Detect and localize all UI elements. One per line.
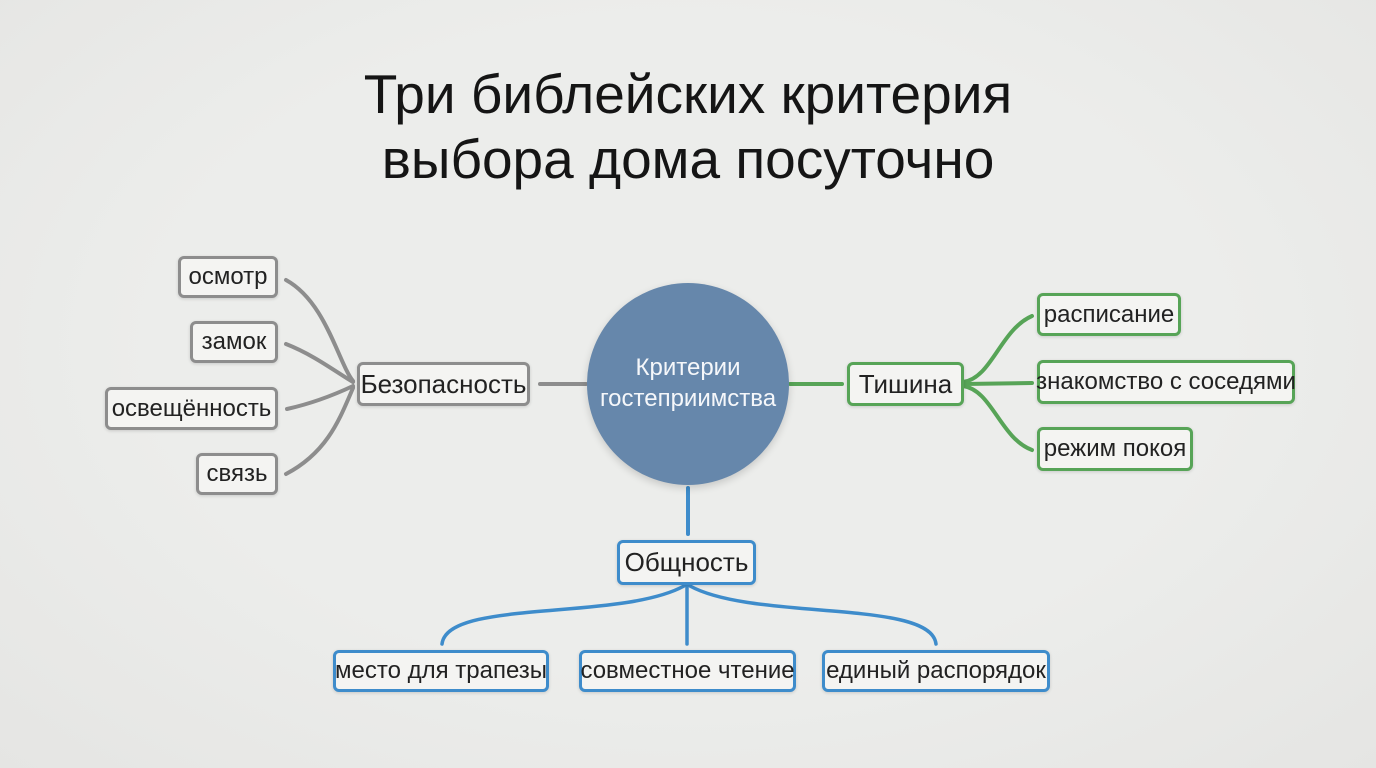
arrow-silence-to-znakomstvo xyxy=(961,381,1034,386)
node-safety-child-svyaz: связь xyxy=(196,453,278,495)
node-silence: Тишина xyxy=(847,362,964,406)
slide-title: Три библейских критерия выбора дома посу… xyxy=(0,62,1376,192)
arrow-silence-to-raspisanie xyxy=(961,314,1034,384)
node-community-child-mesto: место для трапезы xyxy=(333,650,549,692)
node-silence-child-znakomstvo: знакомство с соседями xyxy=(1036,360,1296,404)
node-community: Общность xyxy=(617,540,756,585)
node-community-child-rasporyadok: единый распорядок xyxy=(822,650,1050,692)
hub-node: Критерии гостеприимства xyxy=(587,283,789,485)
arrow-community-to-mesto xyxy=(440,584,686,646)
arrow-safety-to-osmotr xyxy=(284,278,355,383)
slide-title-line2: выбора дома посуточно xyxy=(381,127,995,190)
node-silence-child-raspisanie: расписание xyxy=(1037,293,1181,336)
arrow-safety-to-svyaz xyxy=(284,386,355,476)
hub-label-line2: гостеприимства xyxy=(599,385,777,412)
node-safety-child-osveshchyonnost: освещённость xyxy=(105,387,278,430)
node-safety: Безопасность xyxy=(357,362,530,406)
node-community-child-chtenie: совместное чтение xyxy=(579,650,796,692)
node-safety-child-osmotr: осмотр xyxy=(178,256,278,298)
arrow-safety-to-osveshchyonnost xyxy=(285,384,355,411)
slide-title-line1: Три библейских критерия xyxy=(363,63,1013,125)
node-silence-child-rezhim: режим покоя xyxy=(1037,427,1193,471)
node-safety-child-zamok: замок xyxy=(190,321,278,363)
arrow-safety-to-zamok xyxy=(284,342,355,384)
arrow-community-to-rasporyadok xyxy=(688,584,938,646)
hub-label-line1: Критерии xyxy=(635,354,741,382)
arrow-silence-to-rezhim xyxy=(961,384,1034,452)
